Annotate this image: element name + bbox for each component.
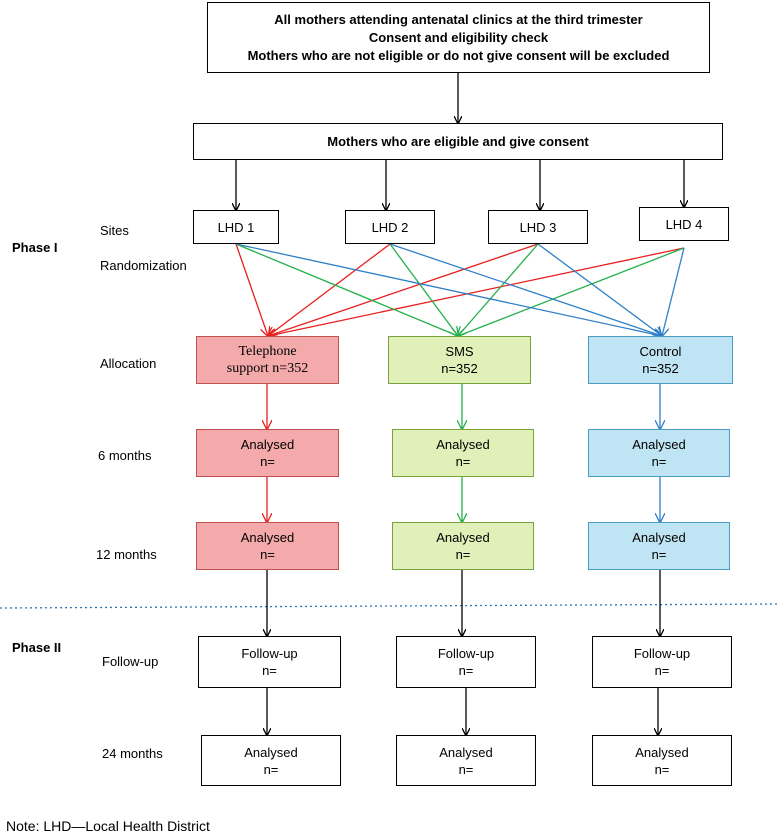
enrollment-line-1: All mothers attending antenatal clinics … [274, 11, 643, 27]
phase-2-label: Phase II [12, 640, 62, 655]
sites-label: Sites [100, 223, 129, 238]
rand-lhd3-control [537, 243, 662, 336]
site-lhd-1: LHD 1 [193, 210, 279, 244]
site-lhd-4: LHD 4 [639, 207, 729, 241]
randomization-label: Randomization [100, 258, 187, 273]
enrollment-line-3: Mothers who are not eligible or do not g… [247, 47, 670, 63]
footnote: Note: LHD—Local Health District [6, 818, 210, 834]
rand-lhd1-telephone [235, 243, 268, 336]
rand-lhd2-sms [389, 243, 458, 336]
alloc-telephone-box: Telephone support n=352 [196, 336, 339, 384]
alloc-sms-box: SMS n=352 [388, 336, 531, 384]
followup-control-box: Follow-up n= [592, 636, 732, 688]
enrollment-box: All mothers attending antenatal clinics … [207, 2, 710, 73]
enrollment-line-2: Consent and eligibility check [368, 29, 549, 45]
followup-telephone-box: Follow-up n= [198, 636, 341, 688]
eligible-text: Mothers who are eligible and give consen… [327, 134, 589, 149]
twenty-four-months-label: 24 months [102, 746, 163, 761]
phase-divider [0, 603, 778, 609]
analysed-6m-telephone-box: Analysed n= [196, 429, 339, 477]
analysed-12m-control-box: Analysed n= [588, 522, 730, 570]
rand-lhd3-sms [458, 243, 539, 336]
analysed-6m-sms-box: Analysed n= [392, 429, 534, 477]
analysed-24m-control-box: Analysed n= [592, 735, 732, 786]
followup-sms-box: Follow-up n= [396, 636, 536, 688]
rand-lhd3-telephone [268, 243, 539, 336]
analysed-12m-telephone-box: Analysed n= [196, 522, 339, 570]
site-lhd-2: LHD 2 [345, 210, 435, 244]
rand-lhd2-control [389, 243, 662, 336]
analysed-24m-sms-box: Analysed n= [396, 735, 536, 786]
rand-lhd4-control [662, 247, 685, 336]
analysed-12m-sms-box: Analysed n= [392, 522, 534, 570]
twelve-months-label: 12 months [96, 547, 157, 562]
phase-1-label: Phase I [12, 240, 58, 255]
eligible-box: Mothers who are eligible and give consen… [193, 123, 723, 160]
allocation-label: Allocation [100, 356, 157, 371]
rand-lhd4-telephone [268, 247, 685, 336]
analysed-6m-control-box: Analysed n= [588, 429, 730, 477]
rand-lhd1-sms [235, 243, 458, 336]
rand-lhd2-telephone [268, 243, 391, 336]
site-lhd-3: LHD 3 [488, 210, 588, 244]
alloc-control-box: Control n=352 [588, 336, 733, 384]
rand-lhd1-control [235, 243, 662, 336]
rand-lhd4-sms [458, 247, 685, 336]
follow-up-label: Follow-up [102, 654, 159, 669]
six-months-label: 6 months [98, 448, 152, 463]
analysed-24m-telephone-box: Analysed n= [201, 735, 341, 786]
